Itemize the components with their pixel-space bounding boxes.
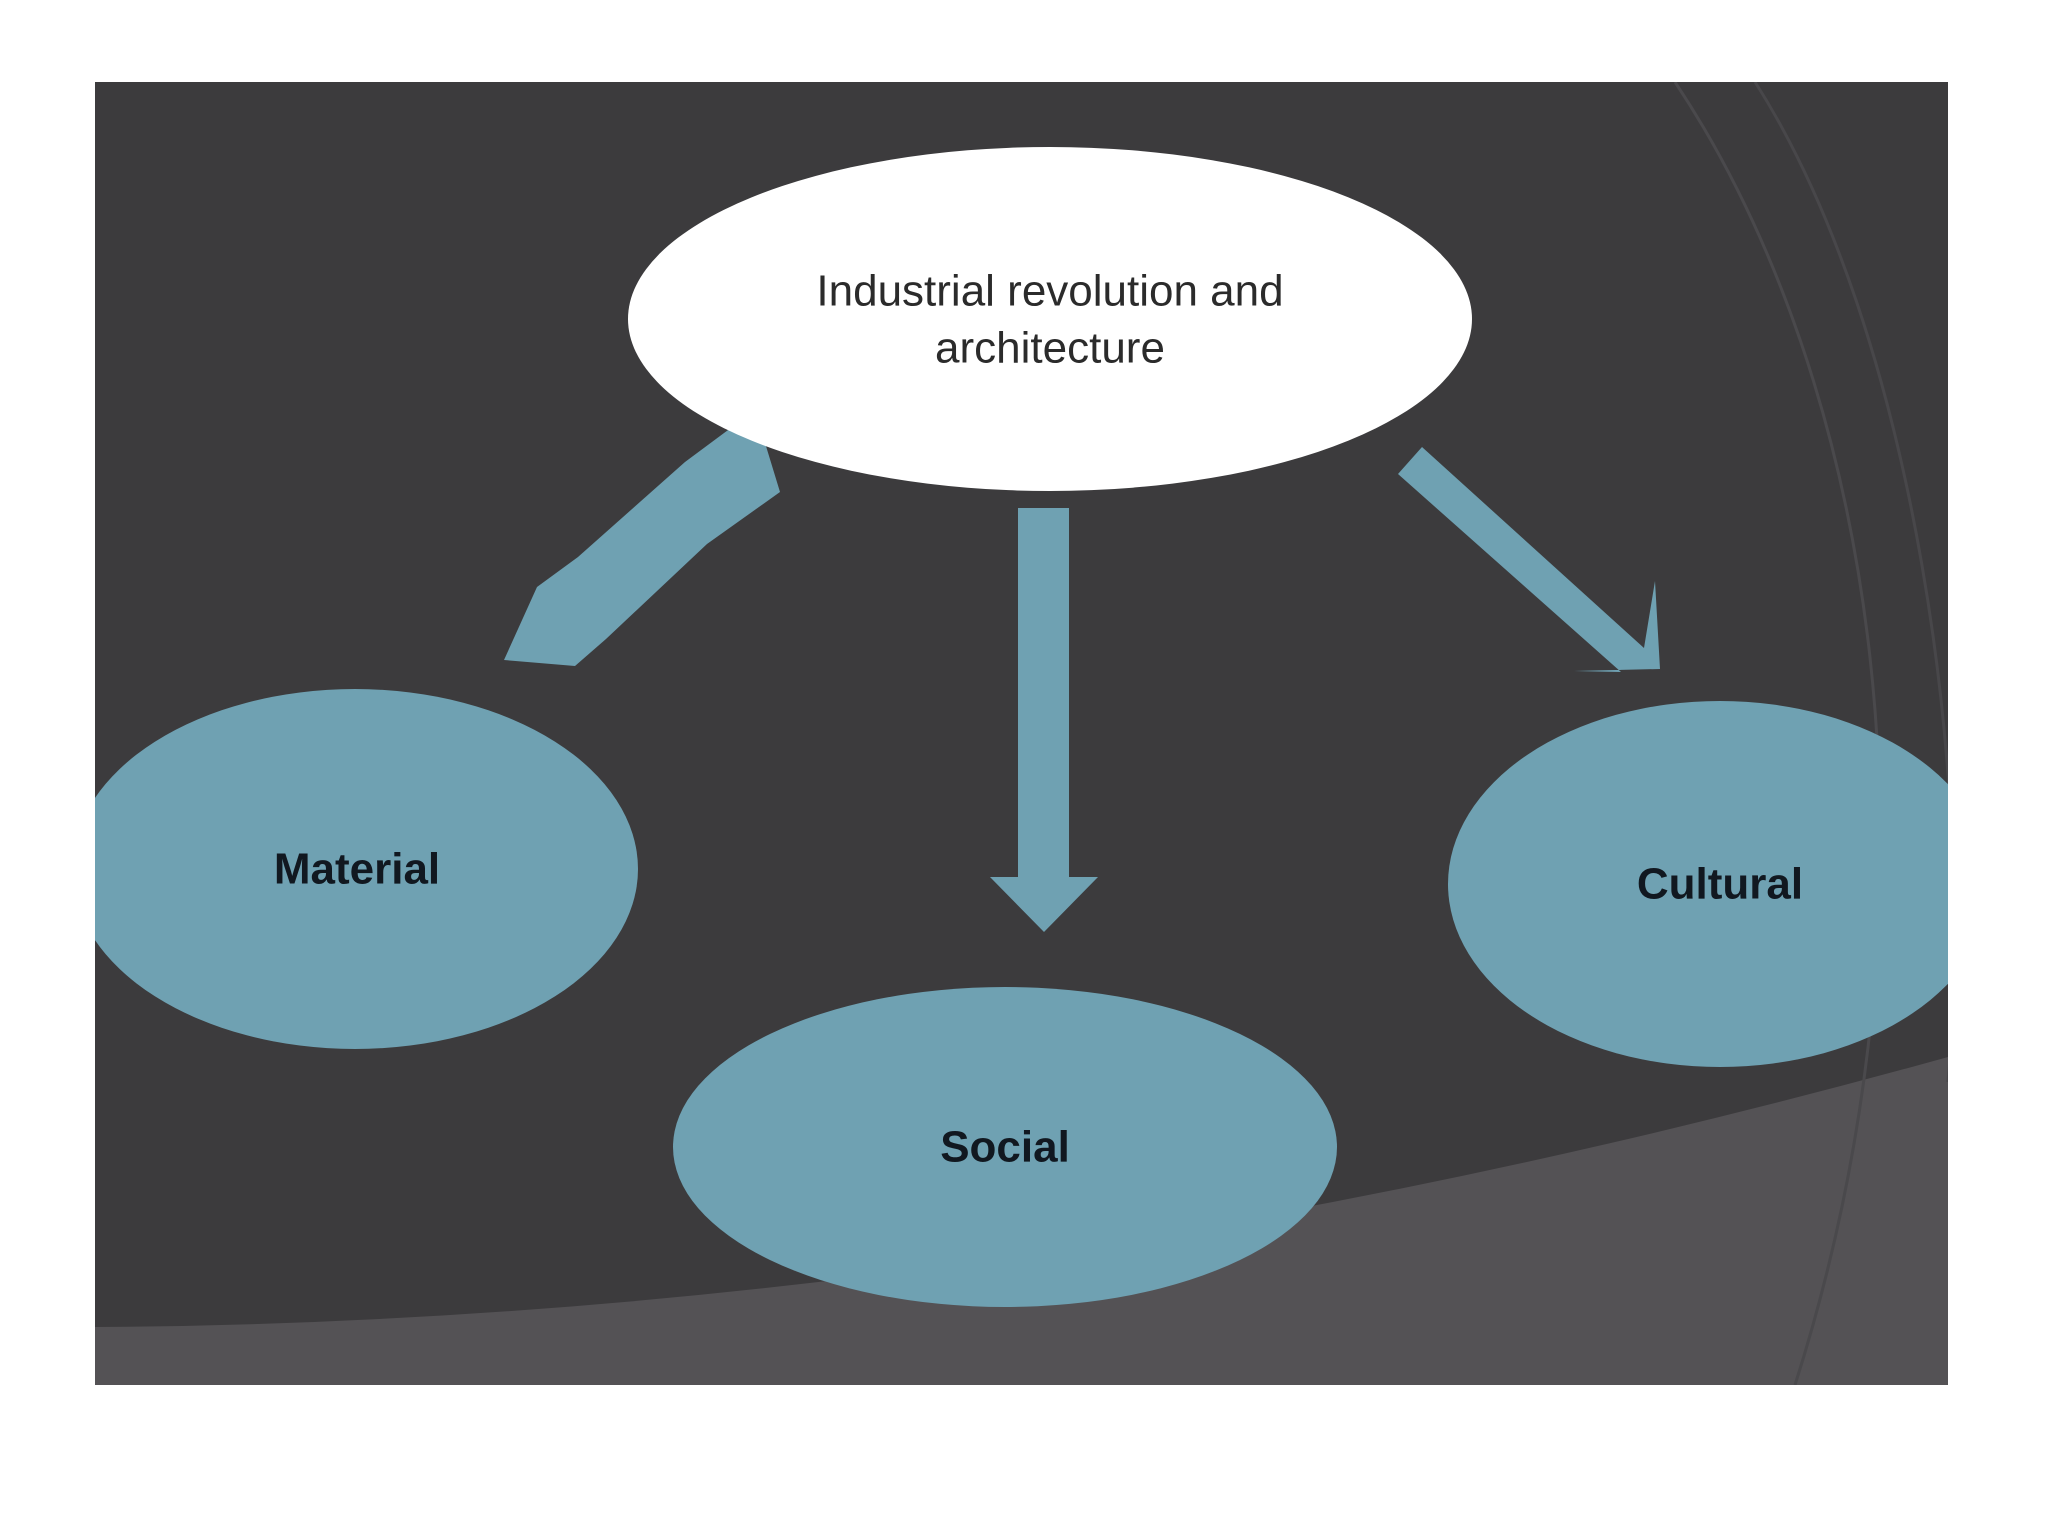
background-arc-outer	[1673, 82, 1882, 1385]
arrow-to-cultural	[1398, 447, 1660, 672]
root-node	[628, 147, 1472, 491]
root-node-label-line1: Industrial revolution and	[816, 267, 1283, 316]
background-arc-inner	[1753, 82, 1948, 1082]
cultural-node	[1448, 701, 1948, 1067]
arrow-to-material	[504, 410, 780, 666]
background-lower-band	[95, 1057, 1948, 1385]
social-node	[673, 987, 1337, 1307]
slide-canvas: Industrial revolution and architecture M…	[95, 82, 1948, 1385]
cultural-node-label: Cultural	[1637, 860, 1803, 909]
material-node-label: Material	[274, 845, 440, 894]
material-node	[95, 689, 638, 1049]
root-node-label-line2: architecture	[935, 324, 1165, 373]
diagram-svg: Industrial revolution and architecture M…	[95, 82, 1948, 1385]
social-node-label: Social	[940, 1123, 1070, 1172]
arrow-to-social	[990, 508, 1098, 932]
